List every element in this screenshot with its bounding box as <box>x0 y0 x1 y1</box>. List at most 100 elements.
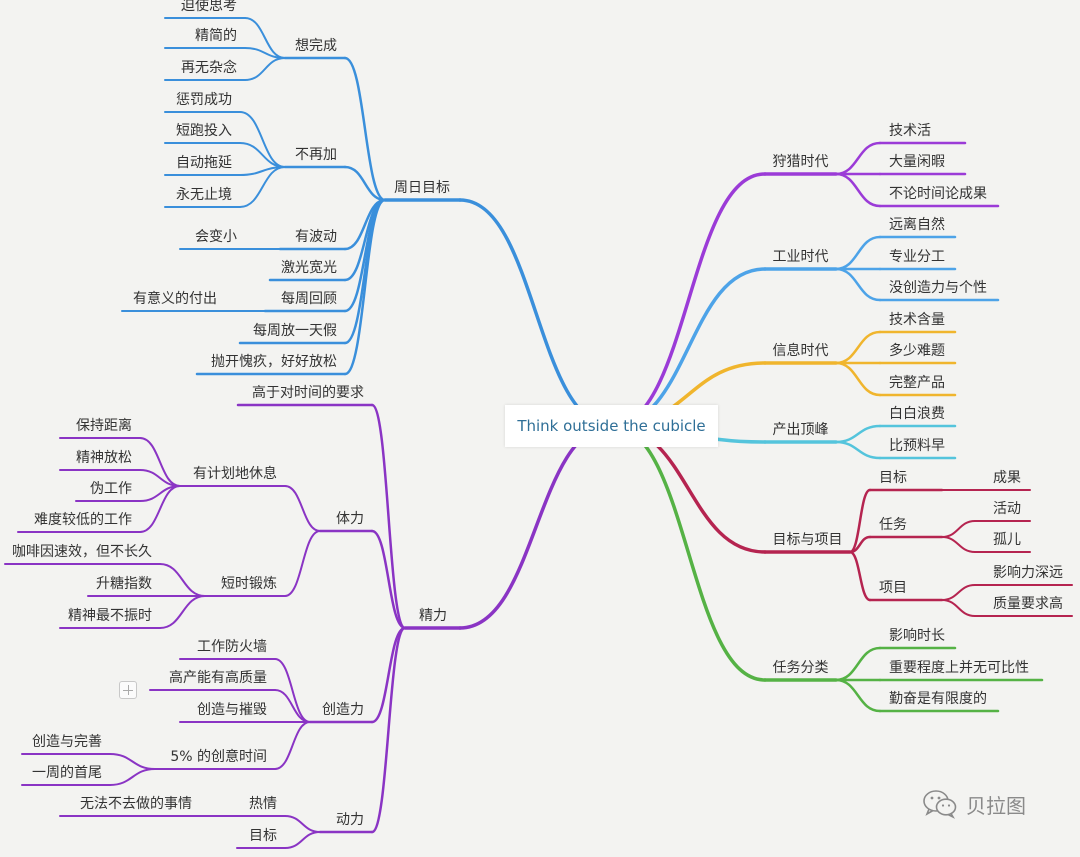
subtopic[interactable]: 5% 的创意时间 <box>170 748 267 765</box>
subtopic[interactable]: 项目 <box>879 580 907 596</box>
leaf-topic[interactable]: 技术含量 <box>889 312 945 328</box>
leaf-link <box>834 267 882 302</box>
root-topic[interactable]: Think outside the cubicle <box>505 405 718 447</box>
subtopic[interactable]: 创造力 <box>322 702 364 718</box>
subtopic-link <box>343 56 387 202</box>
leaf-link <box>834 424 882 444</box>
leaf-topic[interactable]: 再无杂念 <box>181 59 237 76</box>
subtopic[interactable]: 体力 <box>336 511 364 527</box>
leaf-topic[interactable]: 孤儿 <box>993 532 1021 548</box>
leaf-topic[interactable]: 不论时间论成果 <box>889 186 987 202</box>
subtopic[interactable]: 热情 <box>249 796 277 812</box>
leaf-topic[interactable]: 活动 <box>993 501 1021 517</box>
subtopic-link <box>284 530 321 597</box>
subtopic-link <box>343 198 387 376</box>
leaf-topic[interactable]: 保持距离 <box>76 417 132 434</box>
subtopic-link <box>370 403 407 630</box>
leaf-link <box>941 520 976 538</box>
expand-collapse-button[interactable] <box>119 681 137 699</box>
leaf-topic[interactable]: 专业分工 <box>889 249 945 265</box>
branch-topic[interactable]: 信息时代 <box>773 342 829 359</box>
leaf-link <box>159 563 206 597</box>
leaf-link <box>239 142 286 168</box>
leaf-link <box>834 141 882 176</box>
leaf-topic[interactable]: 升糖指数 <box>96 576 152 592</box>
subtopic[interactable]: 高于对时间的要求 <box>252 384 364 401</box>
subtopic-link <box>848 550 872 602</box>
leaf-topic[interactable]: 远离自然 <box>889 216 945 233</box>
leaf-topic[interactable]: 重要程度上并无可比性 <box>889 660 1029 676</box>
subtopic[interactable]: 不再加 <box>295 147 337 163</box>
subtopic-link <box>274 721 311 770</box>
branch-topic[interactable]: 周日目标 <box>394 180 450 196</box>
leaf-topic[interactable]: 没创造力与个性 <box>889 280 987 296</box>
leaf-topic[interactable]: 短跑投入 <box>176 123 232 139</box>
leaf-topic[interactable]: 一周的首尾 <box>32 765 102 781</box>
branch-topic[interactable]: 产出顶峰 <box>773 422 829 438</box>
branch-link <box>610 424 767 682</box>
leaf-link <box>109 753 156 770</box>
subtopic[interactable]: 每周回顾 <box>281 291 337 307</box>
subtopic[interactable]: 动力 <box>336 812 364 828</box>
leaf-topic[interactable]: 有意义的付出 <box>133 290 217 307</box>
leaf-topic[interactable]: 无法不去做的事情 <box>80 796 192 812</box>
branch-link <box>610 172 767 428</box>
subtopic-link <box>370 529 407 630</box>
leaf-topic[interactable]: 技术活 <box>889 123 931 139</box>
leaf-topic[interactable]: 惩罚成功 <box>176 92 232 108</box>
leaf-link <box>239 166 286 208</box>
leaf-link <box>834 646 882 682</box>
subtopic[interactable]: 每周放一天假 <box>253 323 337 339</box>
branch-topic[interactable]: 任务分类 <box>773 660 829 676</box>
subtopic[interactable]: 抛开愧疚，好好放松 <box>211 354 337 370</box>
watermark-text: 贝拉图 <box>966 793 1026 818</box>
subtopic[interactable]: 有计划地休息 <box>193 465 277 482</box>
subtopic[interactable]: 有波动 <box>295 229 337 245</box>
leaf-topic[interactable]: 多少难题 <box>889 342 945 359</box>
leaf-link <box>834 172 882 208</box>
subtopic[interactable]: 想完成 <box>295 38 337 54</box>
branch-topic[interactable]: 工业时代 <box>773 249 829 265</box>
leaf-topic[interactable]: 精神放松 <box>76 450 132 466</box>
subtopic-link <box>284 831 321 849</box>
leaf-topic[interactable]: 白白浪费 <box>889 406 945 422</box>
branch-topic[interactable]: 目标与项目 <box>773 532 843 548</box>
leaf-topic[interactable]: 创造与完善 <box>32 734 102 750</box>
subtopic-link <box>274 689 311 723</box>
leaf-topic[interactable]: 大量闲暇 <box>889 154 945 170</box>
branch-link <box>458 424 614 630</box>
subtopic[interactable]: 高产能有高质量 <box>169 669 267 686</box>
subtopic[interactable]: 任务 <box>879 517 907 533</box>
subtopic[interactable]: 目标 <box>879 470 907 486</box>
subtopic[interactable]: 目标 <box>249 828 277 844</box>
leaf-topic[interactable]: 自动拖延 <box>176 155 232 171</box>
subtopic[interactable]: 创造与摧毁 <box>197 702 267 718</box>
leaf-topic[interactable]: 勤奋是有限度的 <box>889 691 987 707</box>
subtopic-link <box>284 815 321 833</box>
subtopic[interactable]: 工作防火墙 <box>197 639 267 655</box>
leaf-topic[interactable]: 完整产品 <box>889 375 945 391</box>
leaf-link <box>941 584 976 601</box>
subtopic-link <box>370 626 407 834</box>
leaf-topic[interactable]: 比预料早 <box>889 438 945 454</box>
leaf-topic[interactable]: 咖啡因速效，但不长久 <box>12 544 152 560</box>
leaf-topic[interactable]: 伪工作 <box>90 481 132 497</box>
leaf-topic[interactable]: 成果 <box>993 470 1021 486</box>
leaf-topic[interactable]: 迫使思考 <box>181 0 237 14</box>
leaf-topic[interactable]: 永无止境 <box>176 187 232 203</box>
branch-topic[interactable]: 精力 <box>419 608 447 624</box>
leaf-link <box>834 440 882 460</box>
branch-link <box>458 198 614 428</box>
leaf-topic[interactable]: 难度较低的工作 <box>34 512 132 528</box>
leaf-link <box>941 536 976 553</box>
branch-topic[interactable]: 狩猎时代 <box>773 154 829 170</box>
leaf-topic[interactable]: 精简的 <box>195 27 237 44</box>
leaf-topic[interactable]: 影响力深远 <box>993 565 1063 581</box>
leaf-topic[interactable]: 质量要求高 <box>993 595 1063 612</box>
subtopic[interactable]: 短时锻炼 <box>221 576 277 592</box>
leaf-topic[interactable]: 会变小 <box>195 229 237 245</box>
subtopic[interactable]: 激光宽光 <box>281 259 337 276</box>
leaf-topic[interactable]: 精神最不振时 <box>68 608 152 624</box>
leaf-topic[interactable]: 影响时长 <box>889 628 945 644</box>
